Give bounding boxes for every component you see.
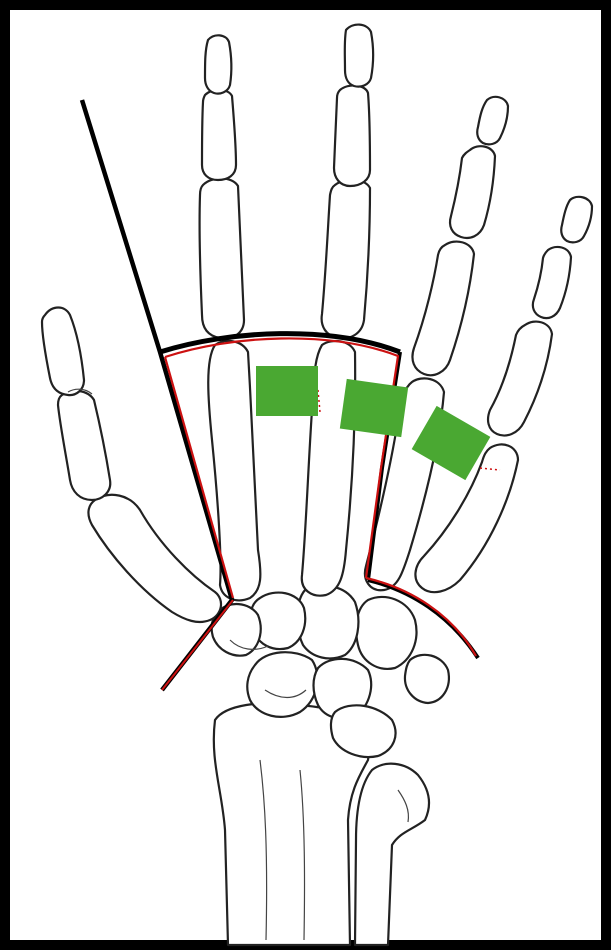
ring-proximal-phalanx xyxy=(412,242,474,376)
hamate-bone xyxy=(356,597,416,669)
green-marker-1 xyxy=(256,366,318,416)
ring-middle-phalanx xyxy=(450,146,495,238)
index-middle-phalanx xyxy=(202,90,236,180)
little-middle-phalanx xyxy=(533,247,571,318)
little-distal-phalanx xyxy=(561,197,592,242)
capitate-bone xyxy=(297,586,358,659)
thumb-metacarpal xyxy=(88,495,221,622)
ring-distal-phalanx xyxy=(477,97,508,144)
middle-distal-phalanx xyxy=(345,25,374,87)
middle-finger-bones xyxy=(302,25,373,596)
middle-middle-phalanx xyxy=(334,85,370,186)
thumb-distal-phalanx xyxy=(42,308,84,396)
little-proximal-phalanx xyxy=(488,322,552,436)
index-metacarpal xyxy=(208,341,260,600)
ulna-bone xyxy=(355,764,429,945)
index-distal-phalanx xyxy=(205,35,231,93)
pisiform-bone xyxy=(405,655,449,703)
middle-proximal-phalanx xyxy=(322,180,370,339)
green-marker-2 xyxy=(340,379,408,437)
forearm-bones xyxy=(214,703,429,945)
scaphoid-bone xyxy=(247,652,317,717)
index-proximal-phalanx xyxy=(200,178,244,338)
thumb-proximal-phalanx xyxy=(58,391,110,500)
